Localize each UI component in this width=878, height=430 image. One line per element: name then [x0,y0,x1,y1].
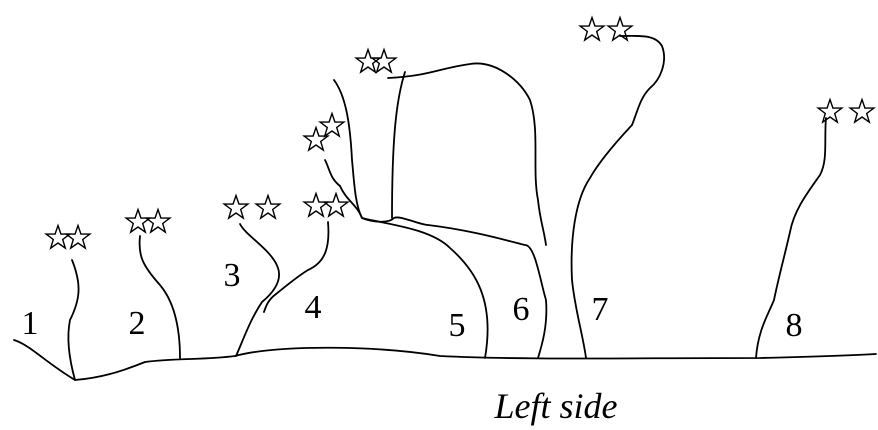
route-label-2: 2 [129,305,146,342]
star-icon [580,18,604,41]
route-6-star-pair [356,50,396,73]
star-icon [818,100,842,123]
route-6-summit-line [388,63,546,245]
route-3-star-pair [224,196,280,219]
route-1-star-pair [46,226,90,249]
star-icon [304,128,328,151]
route-8-star-pair [818,100,874,123]
star-icon [66,226,90,249]
route-6-upper-line [392,72,405,218]
route-1-line [68,260,78,380]
route-label-8: 8 [786,307,803,344]
star-icon [224,196,248,219]
star-icon [126,210,150,233]
route-5-star-pair [304,114,344,151]
route-7-line [572,36,664,358]
route-label-4: 4 [305,289,322,326]
star-icon [372,50,396,73]
route-label-3: 3 [224,257,241,294]
route-label-5: 5 [449,307,466,344]
route-label-6: 6 [513,291,530,328]
route-4-star-pair [304,194,348,217]
star-icon [46,226,70,249]
caption-left-side: Left side [494,386,618,426]
route-2-line [140,236,180,358]
route-label-1: 1 [22,305,39,342]
route-3-line [236,224,279,356]
route-5-branch-line [325,160,340,186]
route-label-7: 7 [592,291,609,328]
star-icon [324,194,348,217]
star-icon [146,210,170,233]
star-icon [256,196,280,219]
star-icon [304,194,328,217]
star-icon [320,114,344,137]
star-icon [850,100,874,123]
ground-line [14,340,876,380]
route-2-star-pair [126,210,170,233]
